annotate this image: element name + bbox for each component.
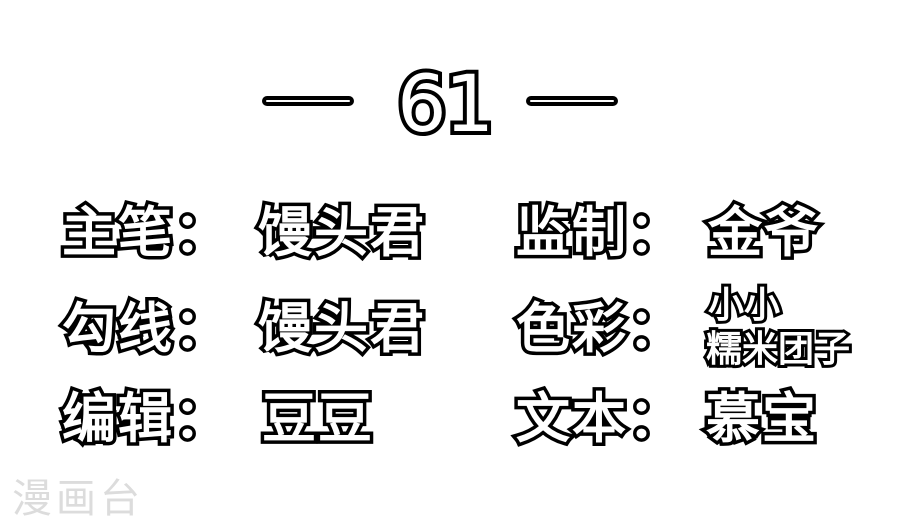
left-dash-decoration [262,96,354,106]
credit-value-supervisor: 金爷 [705,201,822,264]
credit-value-lead-artist: 馒头君 [255,201,428,264]
chapter-number: 61 [393,60,498,150]
credit-label-line-art: 勾线： [59,297,232,360]
credit-value-colorist-line2: 糯米团子 [703,329,853,371]
credit-label-editor: 编辑： [59,387,232,450]
credit-value-editor: 豆豆 [259,387,376,450]
credit-label-colorist: 色彩： [513,297,686,360]
credit-value-colorist-line1: 小小 [705,285,783,327]
credit-label-supervisor: 监制： [513,201,686,264]
credit-value-line-art: 馒头君 [255,297,428,360]
credit-label-script: 文本： [513,387,686,450]
right-dash-decoration [526,96,618,106]
credit-label-lead-artist: 主笔： [59,201,232,264]
credit-value-script: 慕宝 [703,387,820,450]
watermark-logo: 漫画台 [12,476,144,522]
